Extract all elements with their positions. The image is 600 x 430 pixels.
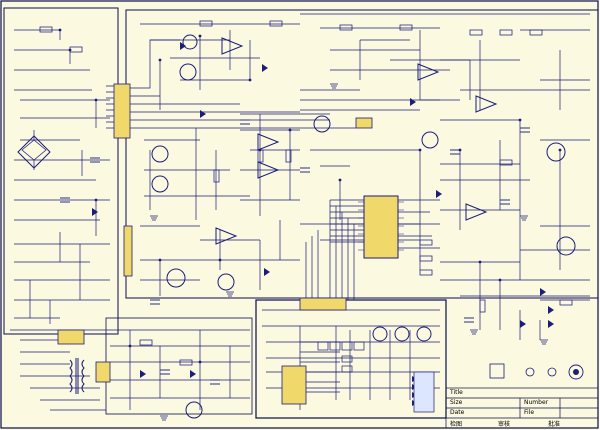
date-label: Date: [450, 409, 465, 416]
connector-group: [57, 83, 373, 405]
transistor-group: [151, 34, 576, 419]
drawn-by-label: 检图: [450, 421, 463, 428]
transformer: [69, 358, 85, 394]
ground-symbols: [150, 83, 548, 421]
title-label: Title: [450, 389, 463, 396]
power-block-frame: [3, 7, 119, 335]
resistor-group: [39, 20, 573, 366]
file-label: File: [524, 409, 535, 416]
title-block: Title Size Number Date File 检图 审核 批准: [448, 388, 598, 428]
display-board-parts: [317, 341, 435, 413]
number-label: Number: [524, 399, 549, 406]
main-circuit-frame: [125, 9, 599, 299]
main-ic: [358, 195, 404, 259]
opamp-group: [215, 37, 498, 245]
junction-dots: [58, 28, 562, 364]
size-label: Size: [450, 399, 463, 406]
capacitor-group: [60, 119, 530, 385]
title-block-grid: [445, 387, 599, 429]
checked-by-label: 审核: [498, 421, 511, 428]
approved-by-label: 批准: [548, 421, 561, 428]
speaker-and-jacks: [488, 358, 596, 386]
display-board-frame: [255, 299, 447, 419]
bridge-rectifier: [17, 135, 51, 169]
